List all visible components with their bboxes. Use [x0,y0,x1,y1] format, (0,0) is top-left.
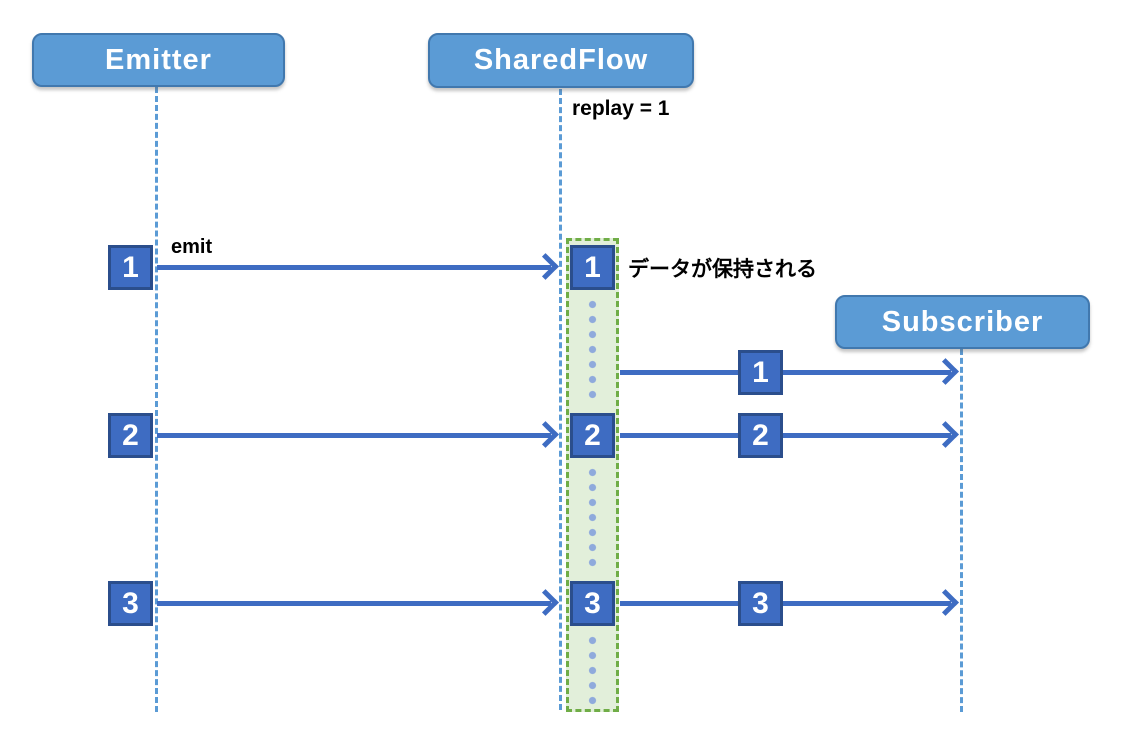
deliver-arrow-1 [620,370,951,375]
sharedflow-box: SharedFlow [428,33,694,88]
emit-label: emit [171,236,213,258]
emitter-event-2: 2 [108,413,153,458]
subscriber-box: Subscriber [835,295,1090,349]
emitter-event-1-label: 1 [122,250,139,284]
subscriber-event-2: 2 [738,413,783,458]
emitter-event-1: 1 [108,245,153,290]
emit-arrow-3 [157,601,551,606]
buffer-event-3: 3 [570,581,615,626]
subscriber-event-1: 1 [738,350,783,395]
emitter-event-3-label: 3 [122,586,139,620]
deliver-arrow-3 [620,601,951,606]
replay-label: replay = 1 [572,97,670,120]
emit-arrow-2 [157,433,551,438]
buffer-dots-after-3 [588,633,597,706]
subscriber-event-1-label: 1 [752,355,769,389]
deliver-arrow-2 [620,433,951,438]
subscriber-event-3-label: 3 [752,586,769,620]
emitter-box-label: Emitter [105,43,212,76]
emitter-box: Emitter [32,33,285,87]
buffer-event-2: 2 [570,413,615,458]
buffer-event-1-label: 1 [584,250,601,284]
subscriber-event-2-label: 2 [752,418,769,452]
retained-label: データが保持される [628,258,817,281]
buffer-event-3-label: 3 [584,586,601,620]
buffer-dots-after-1 [588,297,597,401]
emitter-lifeline [155,87,158,712]
subscriber-lifeline [960,349,963,712]
subscriber-box-label: Subscriber [881,305,1044,338]
sharedflow-box-label: SharedFlow [473,44,649,76]
buffer-event-2-label: 2 [584,418,601,452]
emitter-event-2-label: 2 [122,418,139,452]
sharedflow-lifeline [559,89,562,710]
buffer-event-1: 1 [570,245,615,290]
buffer-dots-after-2 [588,465,597,569]
emitter-event-3: 3 [108,581,153,626]
emit-arrow-1 [157,265,551,270]
subscriber-event-3: 3 [738,581,783,626]
